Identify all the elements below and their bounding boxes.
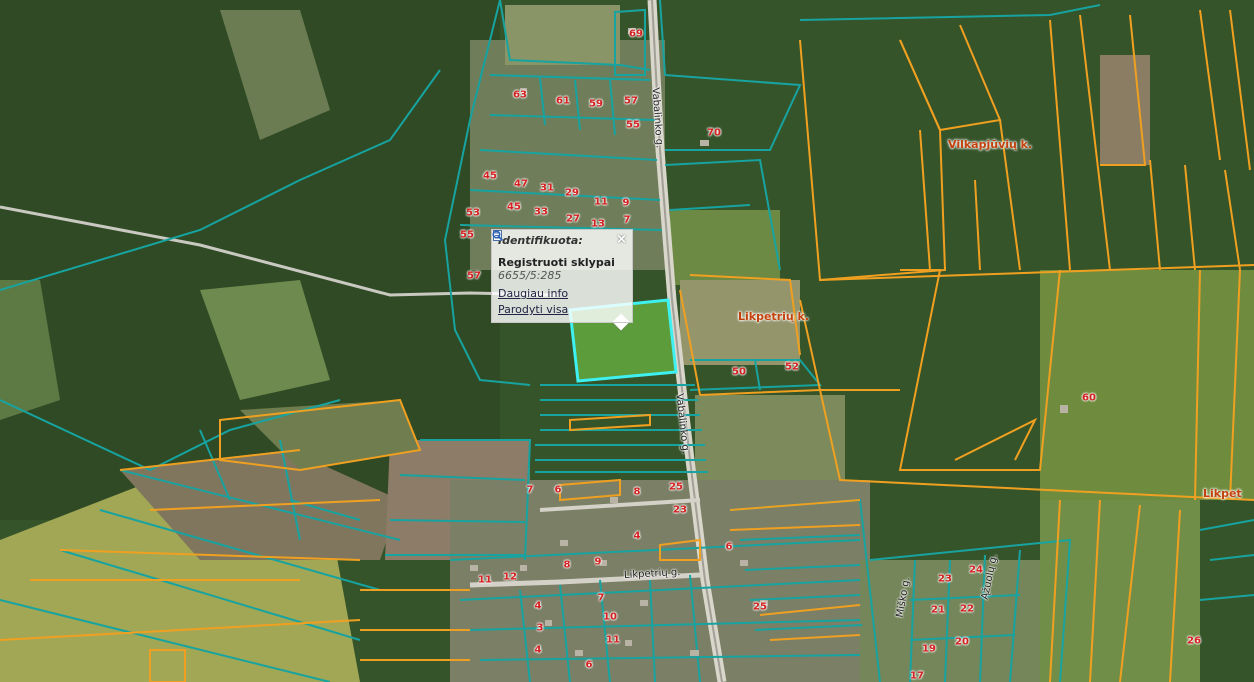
parcel-number: 57 bbox=[467, 270, 481, 282]
parcel-number: 11 bbox=[478, 574, 492, 586]
magnifier-icon bbox=[492, 230, 503, 241]
parcel-number: 20 bbox=[955, 636, 969, 648]
parcel-number: 6 bbox=[554, 484, 562, 496]
parcel-number: 9 bbox=[622, 197, 630, 209]
more-info-link[interactable]: Daugiau info bbox=[493, 230, 626, 300]
popup-layer-name: Registruoti sklypai bbox=[498, 256, 615, 269]
parcel-number: 7 bbox=[526, 484, 534, 496]
road bbox=[469, 572, 701, 588]
village-label-vilkapjuviai: Vilkapjūvių k. bbox=[948, 138, 1033, 151]
popup-close-button[interactable]: × bbox=[616, 232, 627, 247]
parcel-number: 4 bbox=[633, 530, 641, 542]
parcel-number: 4 bbox=[534, 600, 542, 612]
parcel-number: 21 bbox=[931, 604, 945, 616]
field bbox=[680, 280, 800, 365]
parcel-number: 27 bbox=[566, 213, 580, 225]
field bbox=[670, 210, 780, 285]
parcel-number: 10 bbox=[603, 611, 617, 623]
village-label-likpetriai: Likpetrių k. bbox=[738, 310, 810, 323]
parcel-number: 24 bbox=[969, 564, 983, 576]
parcel-number: 17 bbox=[910, 670, 924, 682]
parcel-number: 4 bbox=[534, 644, 542, 656]
parcel-number: 63 bbox=[513, 89, 527, 101]
parcel-number: 12 bbox=[503, 571, 517, 583]
parcel-number: 31 bbox=[540, 182, 554, 194]
parcel-number: 52 bbox=[785, 361, 799, 373]
parcel-number: 33 bbox=[534, 206, 548, 218]
parcel-number: 53 bbox=[466, 207, 480, 219]
buildings bbox=[470, 28, 1068, 656]
parcel-number: 23 bbox=[673, 504, 687, 516]
clearing bbox=[220, 10, 330, 140]
parcel-number: 59 bbox=[589, 98, 603, 110]
parcel-number: 8 bbox=[563, 559, 571, 571]
parcel-number: 11 bbox=[594, 196, 608, 208]
parcel-number: 23 bbox=[938, 573, 952, 585]
field bbox=[1040, 270, 1254, 500]
parcel-number: 11 bbox=[606, 634, 620, 646]
clearing bbox=[0, 280, 60, 420]
parcel-number: 55 bbox=[626, 119, 640, 131]
parcel-number: 70 bbox=[707, 127, 721, 139]
road bbox=[539, 498, 701, 512]
parcel-number: 29 bbox=[565, 187, 579, 199]
parcel-number: 50 bbox=[732, 366, 746, 378]
parcel-number: 57 bbox=[624, 95, 638, 107]
show-all-label[interactable]: Parodyti visa bbox=[498, 303, 569, 316]
parcel-number: 26 bbox=[1187, 635, 1201, 647]
parcel-number: 60 bbox=[1082, 392, 1096, 404]
parcel-number: 22 bbox=[960, 603, 974, 615]
parcel-number: 9 bbox=[594, 556, 602, 568]
parcel-number: 55 bbox=[460, 229, 474, 241]
parcel-number: 3 bbox=[536, 622, 544, 634]
show-all-link[interactable]: Parodyti visa bbox=[492, 230, 626, 316]
parcel-number: 6 bbox=[585, 659, 593, 671]
identify-popup: Identifikuota: × Registruoti sklypai 665… bbox=[491, 229, 633, 323]
parcel-number: 45 bbox=[483, 170, 497, 182]
village-label-likpetriai-edge: Likpet bbox=[1203, 487, 1242, 500]
parcel-number: 69 bbox=[629, 28, 643, 40]
parcel-number: 47 bbox=[514, 178, 528, 190]
popup-parcel-id: 6655/5:285 bbox=[498, 269, 562, 282]
popup-title: Identifikuota: bbox=[498, 234, 583, 247]
parcel-number: 25 bbox=[669, 481, 683, 493]
parcel-number: 7 bbox=[597, 592, 605, 604]
parcel-number: 7 bbox=[623, 214, 631, 226]
field-boundaries bbox=[0, 9, 1254, 682]
more-info-label[interactable]: Daugiau info bbox=[498, 287, 569, 300]
parcel-number: 25 bbox=[753, 601, 767, 613]
parcel-number: 6 bbox=[725, 541, 733, 553]
parcel-number: 19 bbox=[922, 643, 936, 655]
field bbox=[1100, 55, 1150, 165]
clearing bbox=[200, 280, 330, 400]
parcel-number: 45 bbox=[507, 201, 521, 213]
field-north bbox=[505, 5, 620, 65]
parcel-number: 61 bbox=[556, 95, 570, 107]
road bbox=[651, 0, 723, 682]
parcel-number: 13 bbox=[591, 218, 605, 230]
selected-parcel-outline bbox=[568, 298, 678, 383]
parcel-number: 8 bbox=[633, 486, 641, 498]
